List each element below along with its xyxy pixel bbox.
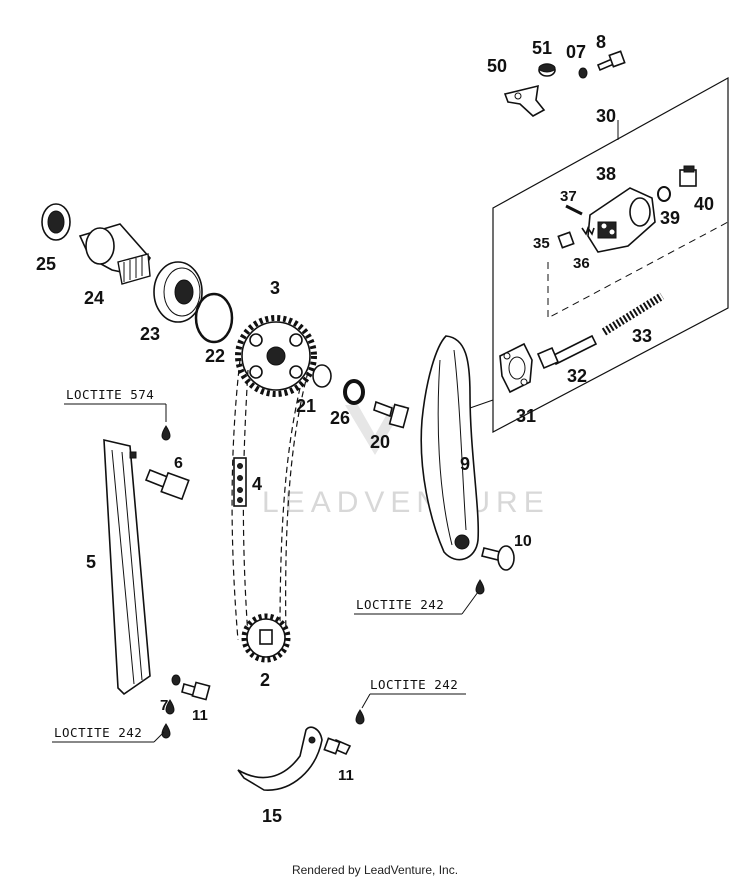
washer-26 (343, 379, 365, 405)
guide-15 (237, 726, 323, 791)
spring-33 (601, 292, 665, 336)
part-number-10: 10 (514, 533, 532, 550)
plug-40 (679, 165, 697, 187)
part-number-40: 40 (694, 194, 714, 214)
loctite-drop-574 (161, 425, 171, 441)
sprocket-2 (241, 613, 291, 663)
loctite-574-label: LOCTITE 574 (66, 387, 154, 402)
bearing-25 (41, 203, 71, 241)
callout-lines (52, 403, 479, 743)
part-number-30: 30 (596, 106, 616, 126)
part-number-5: 5 (86, 552, 96, 572)
nut-51 (538, 63, 556, 77)
part-number-2: 2 (260, 670, 270, 690)
bolt-20 (373, 400, 410, 429)
loctite-drop-10 (475, 579, 485, 595)
washer-7 (171, 674, 181, 686)
part-number-39: 39 (660, 208, 680, 228)
footer-credit: Rendered by LeadVenture, Inc. (291, 863, 459, 877)
circlip-22 (194, 292, 234, 344)
part-number-26: 26 (330, 408, 350, 428)
bolt-32 (536, 334, 598, 370)
part-number-50: 50 (487, 56, 507, 76)
part-number-9: 9 (460, 454, 470, 474)
shaft-24 (78, 223, 151, 285)
sprocket-3 (235, 315, 317, 397)
loctite-242-left-label: LOCTITE 242 (54, 725, 142, 740)
part-number-25: 25 (36, 254, 56, 274)
part-number-31: 31 (516, 406, 536, 426)
part-number-24: 24 (84, 288, 104, 308)
tensioner-housing-38 (587, 187, 656, 253)
part-number-36: 36 (573, 255, 590, 272)
part-number-38: 38 (596, 164, 616, 184)
guide-rail-5 (103, 438, 151, 696)
loctite-242-right-label: LOCTITE 242 (356, 597, 444, 612)
pin-37 (565, 204, 583, 216)
loctite-242-bottom-right-label: LOCTITE 242 (370, 677, 458, 692)
part-number-33: 33 (632, 326, 652, 346)
part-number-32: 32 (567, 366, 587, 386)
loctite-drop-bottom (355, 709, 365, 725)
bolt-6 (144, 468, 190, 501)
nut-35 (557, 231, 575, 249)
part-number-07: 07 (566, 42, 586, 62)
part-number-15: 15 (262, 806, 282, 826)
part-number-51: 51 (532, 38, 552, 58)
washer-07 (578, 67, 588, 79)
part-number-11-left: 11 (192, 707, 208, 724)
part-number-8: 8 (596, 32, 606, 52)
washer-21 (312, 364, 332, 388)
part-number-37: 37 (560, 188, 577, 205)
part-number-4: 4 (252, 474, 262, 494)
part-number-7: 7 (160, 697, 168, 714)
part-number-21: 21 (296, 396, 316, 416)
part-number-20: 20 (370, 432, 390, 452)
bolt-8 (596, 50, 626, 72)
part-number-35: 35 (533, 235, 550, 252)
part-number-3: 3 (270, 278, 280, 298)
bearing-23 (153, 261, 203, 323)
bolt-11-bottom (323, 737, 352, 756)
spring-36 (581, 226, 595, 236)
part-number-22: 22 (205, 346, 225, 366)
o-ring-39 (657, 186, 671, 202)
part-number-23: 23 (140, 324, 160, 344)
loctite-drop-left (165, 699, 175, 715)
bolt-11-left (181, 681, 211, 701)
watermark: LEADVENTURE (262, 405, 550, 519)
loctite-drop-left-2 (161, 723, 171, 739)
watermark-text: LEADVENTURE (262, 486, 550, 519)
tensioner-blade-9 (420, 335, 480, 561)
bolt-10 (481, 545, 515, 571)
part-number-6: 6 (174, 455, 183, 472)
tensioner-group-frame (469, 76, 729, 433)
chain-4 (231, 359, 309, 641)
gasket-31 (499, 342, 533, 394)
part-number-11-bottom: 11 (338, 767, 354, 784)
bracket-50 (503, 84, 546, 117)
